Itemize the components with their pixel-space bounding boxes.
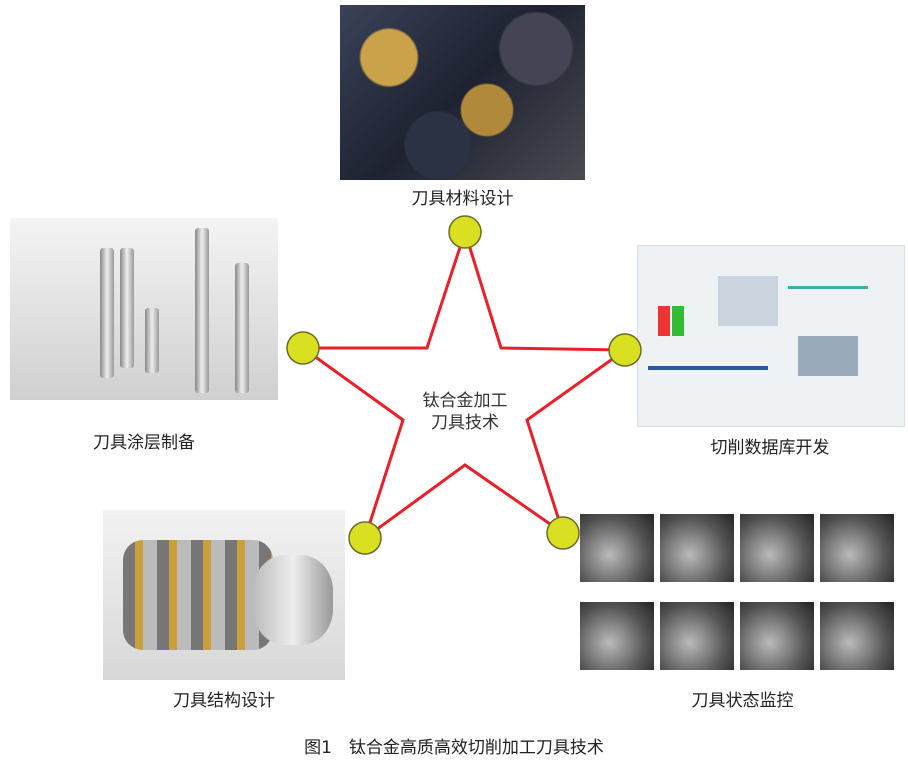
label-tool-coating: 刀具涂层制备 <box>93 433 195 453</box>
tool-condition-monitoring-image <box>580 510 905 688</box>
node-dot-material <box>448 215 482 249</box>
center-title: 钛合金加工 刀具技术 <box>395 390 535 434</box>
label-tool-structure: 刀具结构设计 <box>173 691 275 711</box>
tool-material-photo <box>340 5 585 180</box>
node-dot-coating <box>286 331 320 365</box>
star-outline <box>298 227 630 542</box>
tool-coating-photo <box>10 218 278 400</box>
center-title-line1: 钛合金加工 <box>422 391 508 411</box>
label-tool-material: 刀具材料设计 <box>411 189 514 209</box>
label-tool-monitoring: 刀具状态监控 <box>691 691 794 711</box>
figure-caption: 图1 钛合金高质高效切削加工刀具技术 <box>304 738 604 758</box>
cutting-database-diagram-image <box>637 245 905 427</box>
label-cutting-database: 切削数据库开发 <box>710 438 830 458</box>
tool-structure-photo <box>103 510 345 680</box>
node-dot-monitoring <box>546 516 580 550</box>
center-title-line2: 刀具技术 <box>431 413 499 433</box>
node-dot-structure <box>348 521 382 555</box>
node-dot-database <box>608 333 642 367</box>
